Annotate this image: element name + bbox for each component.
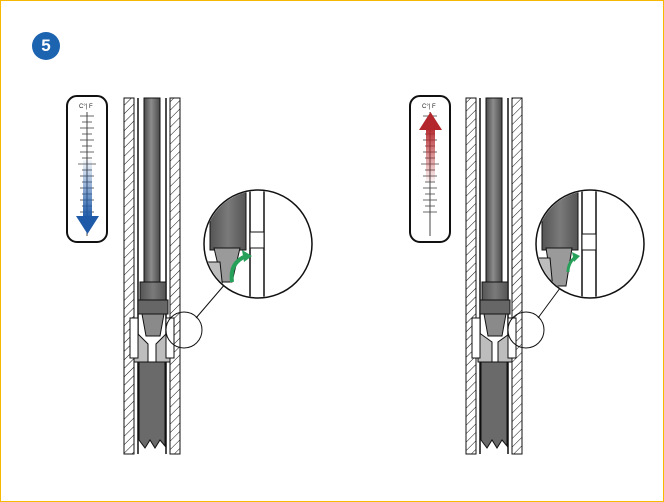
valve-assembly — [471, 281, 517, 363]
tube-right — [465, 97, 523, 455]
thermometer-cold: C°| F — [66, 95, 108, 243]
piston-rod — [143, 97, 161, 285]
cold-arrow-shaft — [83, 160, 92, 218]
step-number-badge: 5 — [32, 32, 60, 60]
detail-zoom-cooling — [203, 189, 313, 299]
thermometer-hot: C°| F — [409, 95, 451, 243]
hot-arrow-up-icon — [419, 112, 442, 130]
detail-zoom-heating — [535, 189, 645, 299]
hot-arrow-shaft — [426, 126, 435, 182]
detail-target-circle — [507, 311, 545, 349]
piston-rod — [485, 97, 503, 285]
lower-chamber — [138, 361, 166, 449]
valve-assembly — [129, 281, 175, 363]
thermometer-scale-label: C°| F — [422, 104, 436, 110]
panel-cooling: C°| F — [66, 95, 313, 455]
tube-left — [123, 97, 181, 455]
thermometer-scale-label: C°| F — [79, 104, 93, 110]
panel-heating: C°| F — [409, 95, 645, 455]
detail-target-circle — [165, 311, 203, 349]
lower-chamber — [480, 361, 508, 449]
cold-arrow-down-icon — [76, 216, 99, 234]
